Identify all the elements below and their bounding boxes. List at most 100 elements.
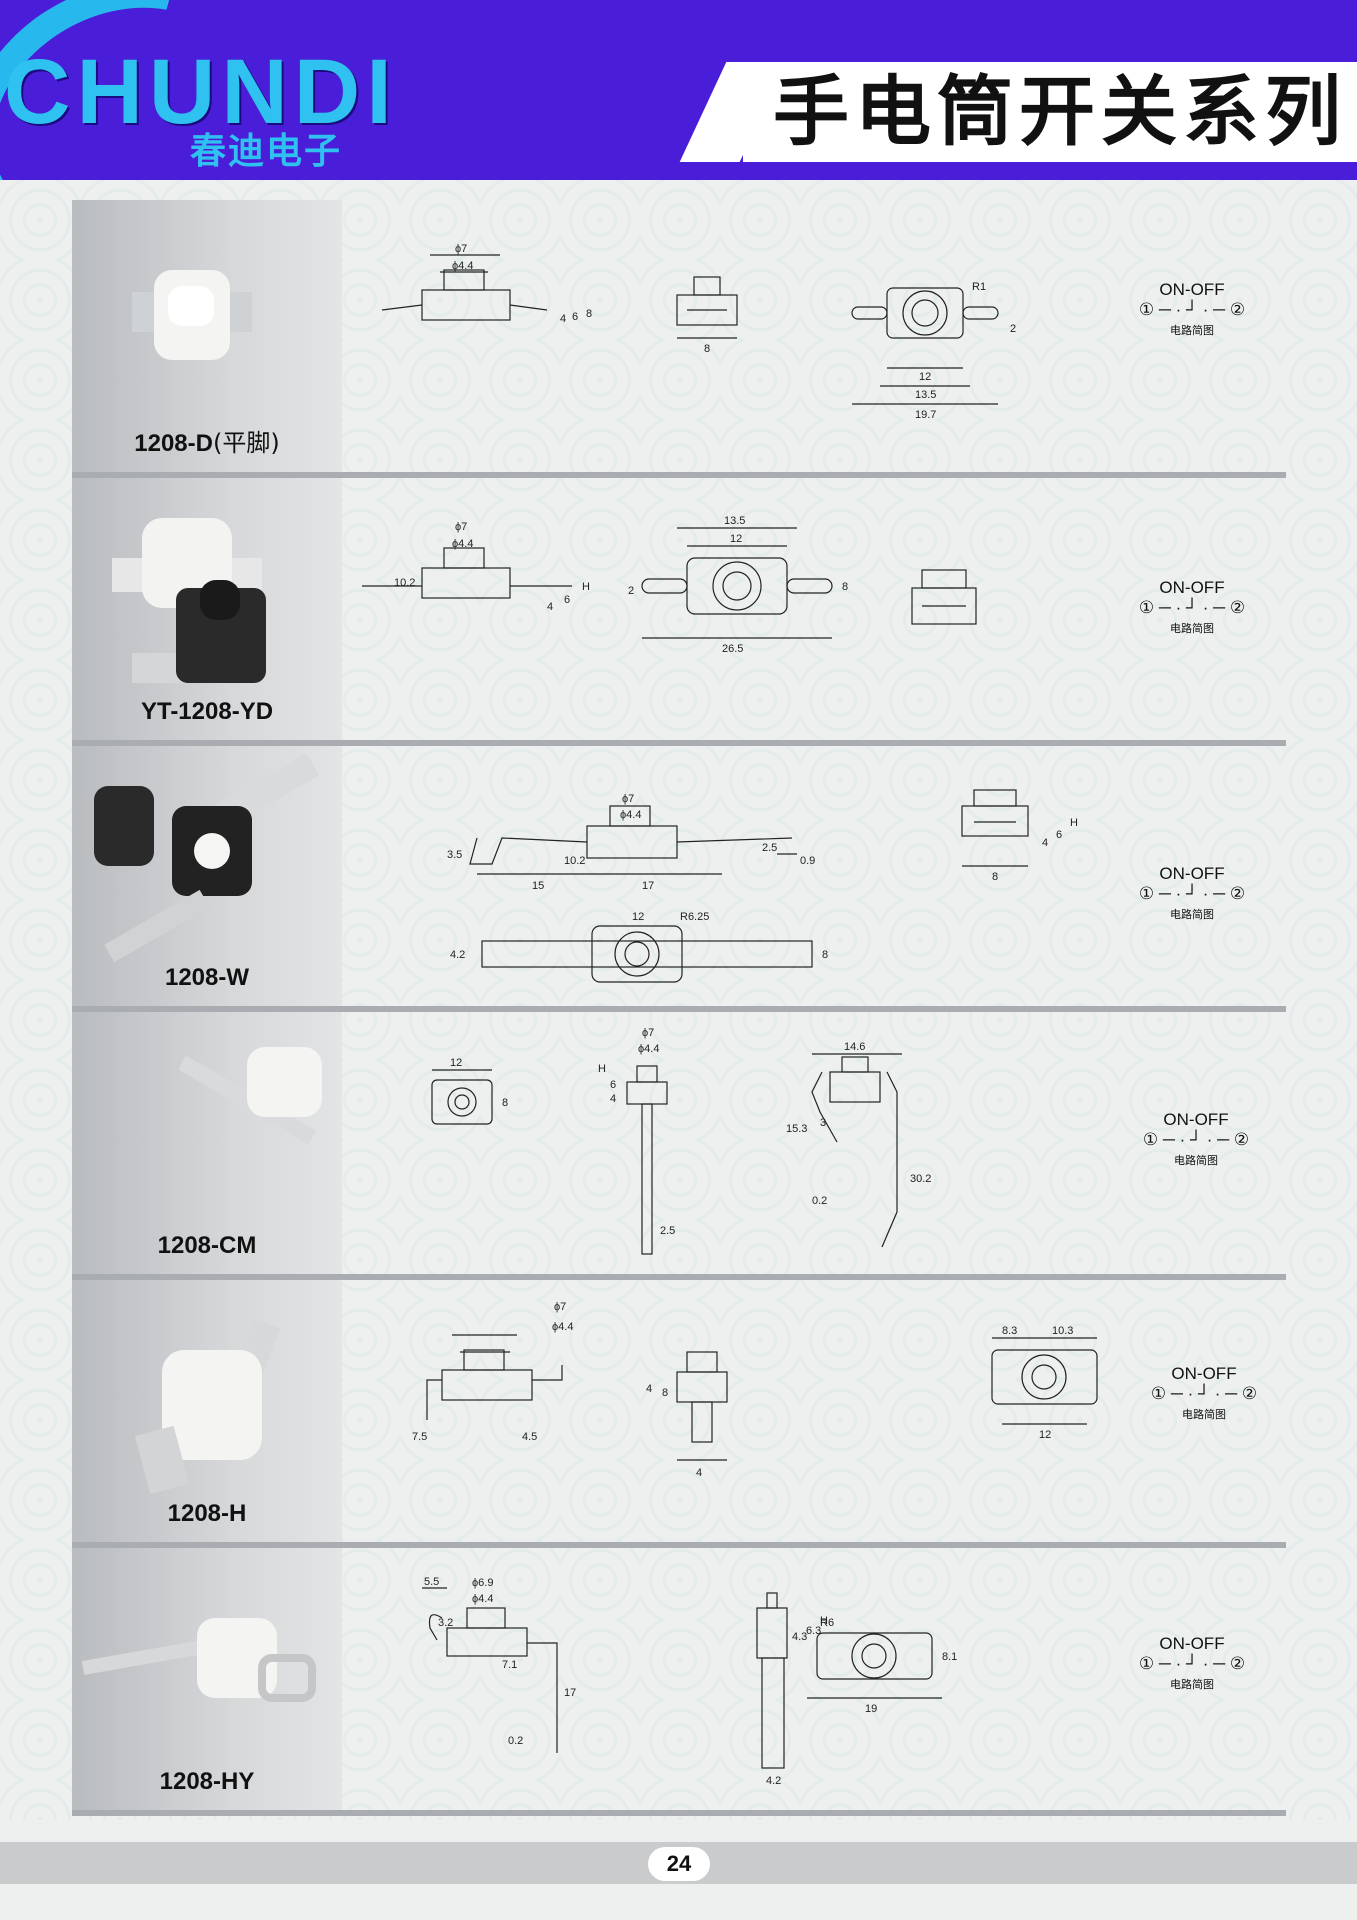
model-label: YT-1208-YD: [140, 698, 274, 725]
technical-drawings: ϕ7 ϕ4.4 4 6 8 8 R1 2 12 13.5 19.7 ON-OFF…: [342, 200, 1286, 472]
product-row: 1208-D(平脚) ϕ7 ϕ4.4 4 6 8 8: [72, 200, 1286, 478]
dim-label: 2.5: [762, 842, 777, 854]
model-label: 1208-W: [164, 964, 250, 991]
dim-label: 5.5: [424, 1576, 439, 1588]
technical-drawings: ϕ7 ϕ4.4 3.5 10.2 15 17 2.5 0.9 4 6 H 8 1…: [342, 746, 1286, 1006]
technical-drawings: 12 8 ϕ7 ϕ4.4 H 6 4 2.5 14.6 15.3 3 0.2 3…: [342, 1012, 1286, 1274]
dim-label: 8: [704, 343, 710, 355]
circuit-diagram: ON-OFF ① ─ · ┘ · ─ ② 电路简图: [1122, 280, 1262, 338]
dim-label: 3: [820, 1117, 826, 1129]
product-photo: YT-1208-YD: [72, 478, 342, 740]
dim-label: 13.5: [724, 515, 745, 527]
dim-label: 17: [642, 880, 654, 892]
dim-label: 8: [662, 1387, 668, 1399]
circuit-caption: 电路简图: [1170, 908, 1214, 921]
dim-label: 8: [586, 308, 592, 320]
brand-logo-cn: 春迪电子: [190, 131, 343, 172]
dim-label: H: [598, 1063, 606, 1075]
dim-label: H: [820, 1615, 828, 1627]
switch-photo-icon: [94, 752, 320, 963]
page-header: CHUNDI 春迪电子 手电筒开关系列: [0, 0, 1357, 180]
dim-label: 12: [919, 371, 931, 383]
dim-label: ϕ6.9: [472, 1577, 493, 1589]
dim-label: ϕ4.4: [452, 538, 473, 550]
circuit-caption: 电路简图: [1170, 324, 1214, 337]
dimension-drawing: 12 8 ϕ7 ϕ4.4 H 6 4 2.5 14.6 15.3 3 0.2 3…: [431, 1027, 931, 1255]
circuit-nodes: ① ─ · ┘ · ─ ②: [1150, 1384, 1258, 1403]
circuit-nodes: ① ─ · ┘ · ─ ②: [1138, 884, 1246, 903]
dimension-drawing: ϕ7 ϕ4.4 3.5 10.2 15 17 2.5 0.9 4 6 H 8 1…: [447, 789, 1078, 983]
dim-label: ϕ7: [455, 521, 467, 533]
dim-label: 6.3: [806, 1625, 821, 1637]
product-photo: 1208-H: [72, 1280, 342, 1542]
circuit-label: ON-OFF: [1163, 1110, 1229, 1129]
dim-label: ϕ7: [554, 1301, 566, 1313]
technical-drawings: 5.5 ϕ6.9 ϕ4.4 3.2 7.1 17 0.2 4.3 6.3 H 4…: [342, 1548, 1286, 1810]
model-label: 1208-CM: [157, 1232, 257, 1259]
switch-photo-icon: [178, 1047, 322, 1145]
product-photo: 1208-CM: [72, 1012, 342, 1274]
dim-label: ϕ7: [622, 793, 634, 805]
dim-label: 6: [610, 1079, 616, 1091]
dim-label: 4.2: [450, 949, 465, 961]
dimension-drawing: 5.5 ϕ6.9 ϕ4.4 3.2 7.1 17 0.2 4.3 6.3 H 4…: [422, 1576, 957, 1787]
dim-label: 4.3: [792, 1631, 807, 1643]
dim-label: 15.3: [786, 1123, 807, 1135]
circuit-nodes: ① ─ · ┘ · ─ ②: [1138, 300, 1246, 319]
dim-label: 7.5: [412, 1431, 427, 1443]
dim-label: 8.3: [1002, 1325, 1017, 1337]
model-label: 1208-HY: [159, 1768, 255, 1795]
dim-label: 8: [992, 871, 998, 883]
dim-label: 12: [730, 533, 742, 545]
dim-label: 10.3: [1052, 1325, 1073, 1337]
dim-label: 10.2: [394, 577, 415, 589]
dim-label: ϕ4.4: [472, 1593, 493, 1605]
circuit-diagram: ON-OFF ① ─ · ┘ · ─ ② 电路简图: [1134, 1364, 1274, 1422]
dimension-drawing: ϕ7 ϕ4.4 4 6 8 8 R1 2 12 13.5 19.7: [381, 243, 1016, 421]
page-title: 手电筒开关系列: [743, 62, 1357, 162]
product-list: 1208-D(平脚) ϕ7 ϕ4.4 4 6 8 8: [72, 200, 1286, 1816]
circuit-label: ON-OFF: [1171, 1364, 1237, 1383]
dim-label: 15: [532, 880, 544, 892]
dim-label: 4: [1042, 837, 1048, 849]
dim-label: 7.1: [502, 1659, 517, 1671]
circuit-caption: 电路简图: [1174, 1154, 1218, 1167]
dim-label: 4: [610, 1093, 616, 1105]
dim-label: 8: [822, 949, 828, 961]
dim-label: 26.5: [722, 643, 743, 655]
circuit-diagram: ON-OFF ① ─ · ┘ · ─ ② 电路简图: [1122, 578, 1262, 636]
dim-label: 8.1: [942, 1651, 957, 1663]
dim-label: 4: [646, 1383, 652, 1395]
dim-label: 8: [502, 1097, 508, 1109]
dim-label: H: [582, 581, 590, 593]
circuit-caption: 电路简图: [1182, 1408, 1226, 1421]
dim-label: 2: [1010, 323, 1016, 335]
switch-photo-icon: [134, 1318, 280, 1495]
dim-label: H: [1070, 817, 1078, 829]
dim-label: 0.9: [800, 855, 815, 867]
dim-label: R6.25: [680, 911, 709, 923]
dim-label: 3.2: [438, 1617, 453, 1629]
dim-label: 6: [572, 311, 578, 323]
circuit-diagram: ON-OFF ① ─ · ┘ · ─ ② 电路简图: [1122, 864, 1262, 922]
dim-label: ϕ4.4: [552, 1321, 573, 1333]
technical-drawings: ϕ7 ϕ4.4 10.2 4 6 H 13.5 12 2 8 26.5 ON-O…: [342, 478, 1286, 740]
circuit-diagram: ON-OFF ① ─ · ┘ · ─ ② 电路简图: [1122, 1634, 1262, 1692]
circuit-label: ON-OFF: [1159, 280, 1225, 299]
dim-label: 4.5: [522, 1431, 537, 1443]
circuit-diagram: ON-OFF ① ─ · ┘ · ─ ② 电路简图: [1126, 1110, 1266, 1168]
dim-label: ϕ4.4: [620, 809, 641, 821]
dim-label: 0.2: [508, 1735, 523, 1747]
dimension-drawing: ϕ7 ϕ4.4 10.2 4 6 H 13.5 12 2 8 26.5: [362, 515, 977, 655]
dim-label: 4.2: [766, 1775, 781, 1787]
dimension-drawing: ϕ7 ϕ4.4 4 8 7.5 4.5 4 8.3 10.3 12: [412, 1301, 1098, 1479]
dim-label: 30.2: [910, 1173, 931, 1185]
dim-label: 14.6: [844, 1041, 865, 1053]
product-row: YT-1208-YD ϕ7 ϕ4.4 10.2 4 6 H 13.5: [72, 478, 1286, 746]
dim-label: 0.2: [812, 1195, 827, 1207]
dim-label: ϕ4.4: [638, 1043, 659, 1055]
dim-label: 13.5: [915, 389, 936, 401]
dim-label: 12: [450, 1057, 462, 1069]
model-label: 1208-H: [167, 1500, 247, 1527]
product-photo: 1208-W: [72, 746, 342, 1006]
